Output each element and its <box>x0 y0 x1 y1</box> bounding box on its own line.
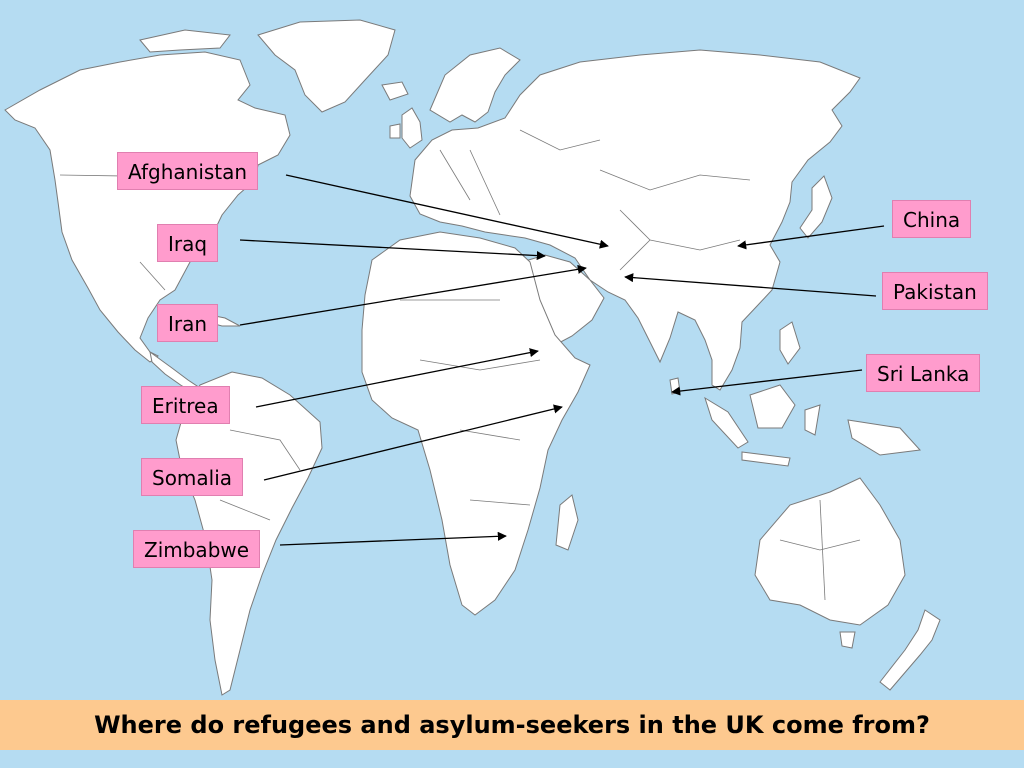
label-zimbabwe: Zimbabwe <box>133 530 261 568</box>
philippines <box>779 321 801 365</box>
arrows <box>239 174 885 546</box>
iceland <box>381 81 409 101</box>
arrow-iraq <box>239 239 546 261</box>
arrow-sri-lanka <box>671 369 863 396</box>
arrow-afghanistan <box>285 174 609 249</box>
country-borders <box>59 129 861 601</box>
eurasia <box>409 49 861 391</box>
arrow-china <box>737 225 885 250</box>
ireland <box>389 123 401 139</box>
java <box>741 451 791 467</box>
borneo <box>749 384 796 429</box>
arctic-islands <box>139 29 231 53</box>
sumatra <box>704 396 749 449</box>
label-afghanistan: Afghanistan <box>117 152 259 190</box>
label-china: China <box>892 200 972 238</box>
caption-bar: Where do refugees and asylum-seekers in … <box>0 700 1024 750</box>
arrow-zimbabwe <box>279 531 507 546</box>
tasmania <box>839 631 856 649</box>
caption-text: Where do refugees and asylum-seekers in … <box>94 711 930 739</box>
arrow-eritrea <box>255 348 539 408</box>
greenland <box>257 19 396 113</box>
australia <box>754 477 906 626</box>
label-iran: Iran <box>157 304 219 342</box>
label-somalia: Somalia <box>141 458 244 496</box>
arrow-iran <box>239 264 587 326</box>
great-britain <box>401 107 423 149</box>
label-eritrea: Eritrea <box>141 386 230 424</box>
caption-background <box>0 700 1024 750</box>
madagascar <box>555 494 579 551</box>
label-sri-lanka: Sri Lanka <box>866 354 981 392</box>
sulawesi <box>804 404 821 436</box>
new-zealand <box>879 609 941 691</box>
arrow-pakistan <box>624 273 877 297</box>
africa <box>361 231 591 616</box>
north-america <box>4 51 291 363</box>
scandinavia <box>429 47 521 123</box>
japan <box>799 175 833 239</box>
label-pakistan: Pakistan <box>882 272 988 310</box>
new-guinea <box>847 419 922 456</box>
label-iraq: Iraq <box>157 224 219 262</box>
arrow-somalia <box>263 404 563 481</box>
